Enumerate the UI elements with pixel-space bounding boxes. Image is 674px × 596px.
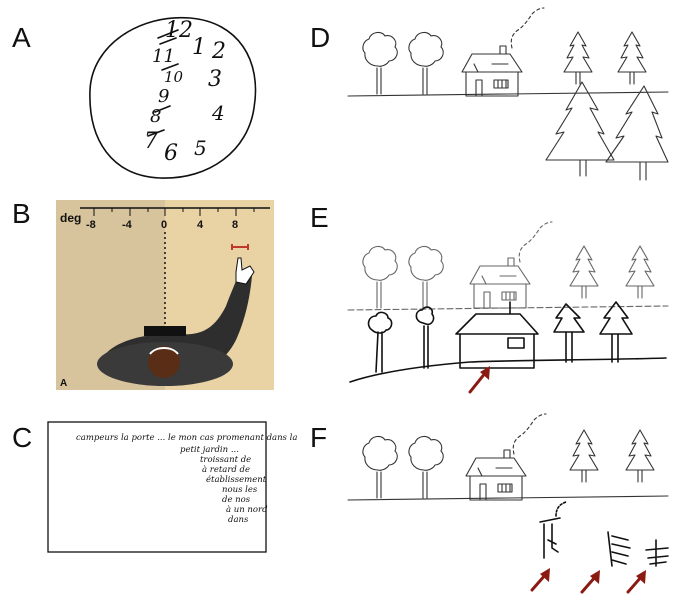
- writing-line-1: campeurs la porte ... le mon cas promena…: [76, 433, 297, 443]
- panel-d-model-scene: [347, 7, 669, 181]
- drawn-pine-2: [599, 301, 633, 363]
- pointing-hand: [235, 257, 255, 285]
- clock-face: [89, 16, 257, 179]
- writing-line-7: de nos: [222, 495, 251, 505]
- panel-b-pointing-illustration: deg -8 -4 0 4 8 A: [56, 200, 274, 390]
- clock-number-2: 2: [211, 39, 226, 64]
- big-pine-left: [545, 81, 615, 177]
- clock-number-8: 8: [150, 106, 161, 127]
- clock-number-3: 3: [208, 67, 222, 92]
- clock-number-9: 9: [158, 86, 169, 107]
- partial-pine-f2: [645, 539, 669, 567]
- axis-label-deg: deg: [60, 211, 81, 225]
- writing-line-6: nous les: [222, 485, 258, 495]
- drawn-round-tree-1: [367, 311, 393, 373]
- horizon-line-f: [347, 495, 669, 501]
- round-tree-1: [362, 31, 398, 95]
- house-d: [461, 45, 523, 97]
- panel-label-c: C: [12, 422, 33, 453]
- clock-number-4: 4: [211, 101, 225, 125]
- writing-box: [47, 421, 267, 553]
- drawn-round-tree-2: [415, 306, 435, 369]
- clock-number-1: 1: [192, 35, 206, 60]
- corner-label-a: A: [60, 378, 67, 389]
- clock-number-11: 11: [152, 46, 175, 67]
- big-pine-right: [605, 85, 669, 181]
- chimney-smoke-d: [510, 7, 545, 49]
- tick-label-minus4: -4: [122, 219, 133, 231]
- pine-tree-1: [563, 31, 593, 85]
- writing-line-9: dans: [228, 515, 249, 525]
- arrow-e: [468, 370, 488, 394]
- target-marker: [231, 244, 249, 250]
- panel-label-d: D: [310, 22, 331, 53]
- head: [148, 346, 180, 378]
- panel-f-patient-copy: [347, 413, 669, 594]
- writing-line-2: petit jardin ...: [180, 445, 239, 455]
- panel-label-e: E: [310, 202, 329, 233]
- drawn-house-e: [455, 301, 539, 369]
- drawn-pine-1: [553, 303, 585, 363]
- writing-line-3: troissant de: [200, 455, 251, 465]
- clock-number-6: 6: [164, 141, 178, 166]
- writing-line-5: établissement: [206, 474, 267, 485]
- shoulder-bar: [144, 326, 186, 336]
- clock-number-12: 12: [165, 18, 193, 43]
- panel-label-b: B: [12, 198, 31, 229]
- tick-label-0: 0: [161, 219, 167, 231]
- panel-c-writing-sample: campeurs la porte ... le mon cas promena…: [47, 421, 297, 553]
- panel-label-f: F: [310, 422, 328, 453]
- ground-line-e: [349, 357, 667, 383]
- panel-e-patient-copy: [347, 221, 669, 394]
- clock-number-5: 5: [194, 136, 207, 160]
- pine-tree-2: [617, 31, 647, 85]
- tick-label-minus8: -8: [86, 219, 96, 231]
- clock-number-10: 10: [164, 68, 184, 86]
- writing-line-8: à un nord: [226, 504, 268, 515]
- panel-label-a: A: [12, 22, 31, 53]
- tick-label-8: 8: [232, 219, 238, 231]
- horizon-line-d: [347, 91, 669, 97]
- partial-house-f: [539, 517, 561, 559]
- partial-pine-f1: [607, 531, 631, 567]
- clock-number-7: 7: [144, 129, 158, 154]
- panel-a-clock-drawing: 12 11 10 9 8 7 1 2 3 4 6 5: [89, 16, 257, 179]
- tick-label-4: 4: [197, 219, 204, 231]
- round-tree-2: [408, 31, 444, 95]
- writing-line-4: à retard de: [202, 464, 250, 475]
